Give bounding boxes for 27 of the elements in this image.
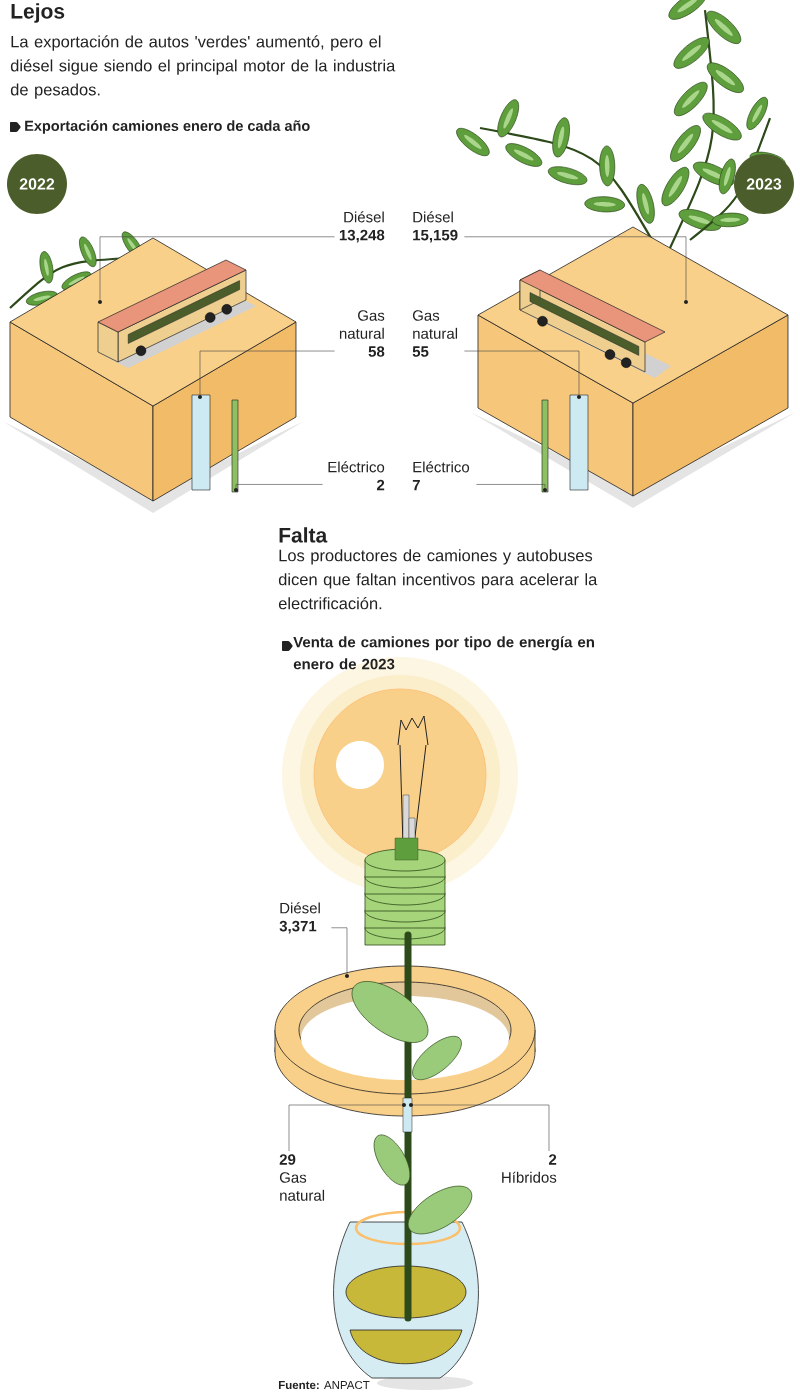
section-heading: Falta [279,527,328,543]
subheading: Exportación camiones enero de cada año [25,120,310,134]
section-heading: Lejos [11,3,65,23]
data-label: Eléctrico 2 [328,461,385,491]
leader-line [464,236,687,301]
data-label: Diésel 13,248 [339,211,385,243]
leader-line [331,927,348,975]
data-label: 29 Gas natural [279,1154,325,1201]
leader-line [464,350,580,396]
data-label: Diésel 3,371 [279,902,320,934]
leader-line [476,484,546,489]
leader-line [288,1104,403,1152]
subheading: Venta de camiones por tipo de energía en enero de 2023 [293,636,594,670]
leader-line [99,236,335,301]
leader-line [199,350,335,396]
intro-text: Los productores de camiones y autobuses dicen que faltan incentivos para acelerar la electrificación. [278,549,598,610]
data-label: Eléctrico 7 [412,461,470,491]
year-badge: 2023 [734,154,794,214]
data-label: 2 Híbridos [502,1154,557,1183]
year-badge: 2022 [7,154,67,214]
data-label: Gas natural 58 [339,310,385,357]
leader-line [235,484,323,489]
leader-line [412,1104,550,1152]
intro-text: La exportación de autos 'verdes' aumentó, pero el diésel sigue siendo el principal motor de la industria de pesados. [10,35,396,99]
source-note: Fuente: ANPACT [278,1380,370,1390]
data-label: Diésel 15,159 [413,211,458,243]
data-label: Gas natural 55 [412,310,458,357]
